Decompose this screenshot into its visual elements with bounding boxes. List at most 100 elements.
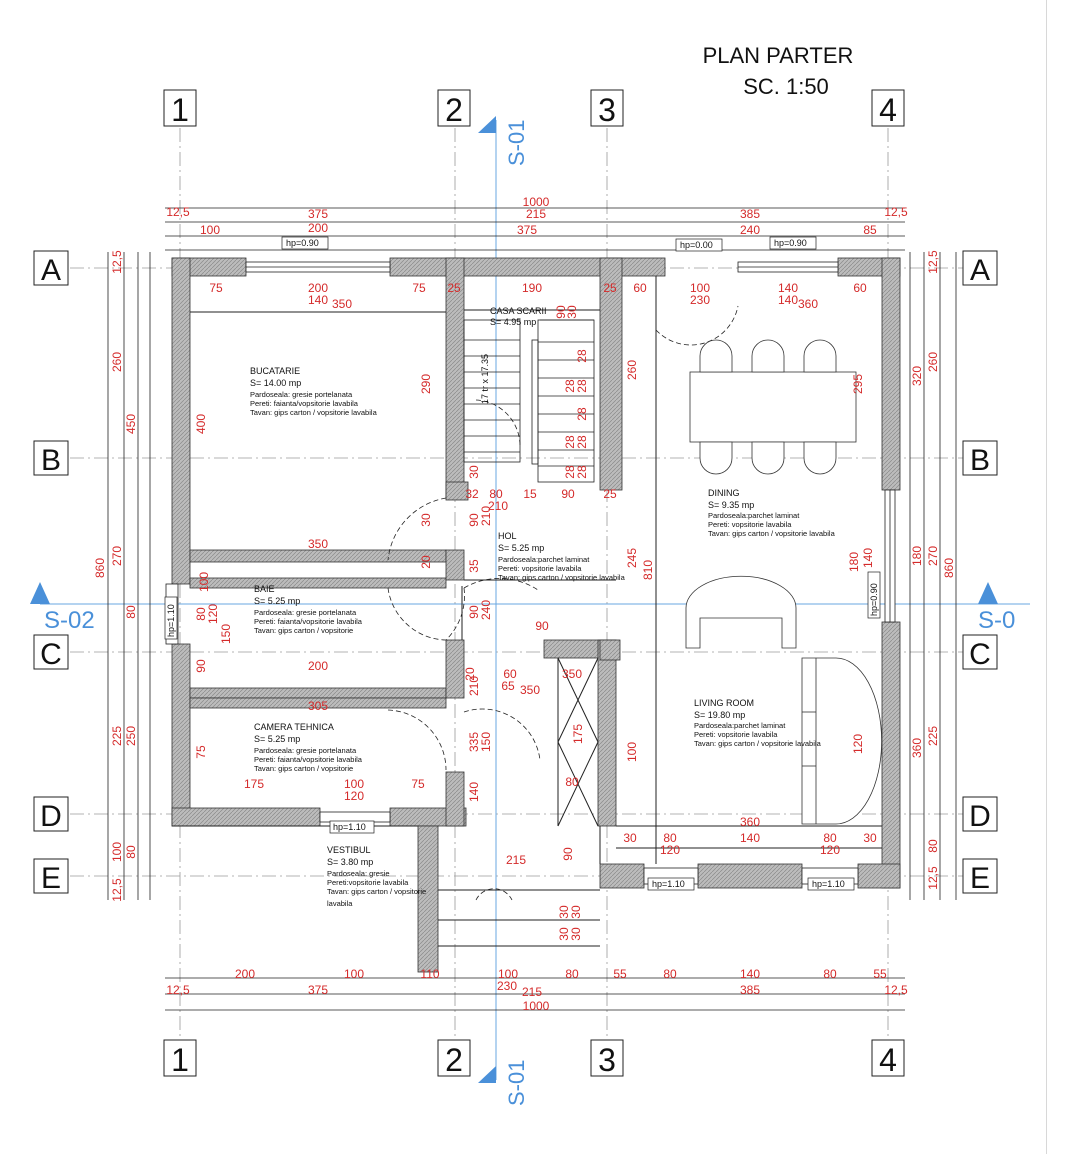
dim-int-8: 25: [603, 281, 617, 295]
dim-int-60: 120: [344, 789, 364, 803]
furniture: [685, 339, 883, 825]
dim-int-v-210a: 210: [479, 506, 493, 526]
dim-int-58: 175: [244, 777, 264, 791]
opening-hp-kitchen: hp=0.90: [286, 238, 319, 248]
dim-bottom-17: 12,5: [884, 983, 908, 997]
dim-bottom-13: 140: [740, 967, 760, 981]
room-area-vestibul: S= 3.80 mp: [327, 857, 373, 867]
dim-int-65: 140: [740, 831, 760, 845]
dim-top-9: 240: [740, 223, 760, 237]
room-finish-vestibul-4: lavabila: [327, 899, 353, 908]
dim-right-8: 360: [910, 738, 924, 758]
dim-int-69: 80: [823, 831, 837, 845]
room-name-living: LIVING ROOM: [694, 698, 754, 708]
opening-labels: hp=0.90 hp=0.00 hp=0.90 hp=1.10 hp=0.90 …: [164, 236, 881, 891]
room-area-dining: S= 9.35 mp: [708, 500, 754, 510]
room-finish-dining-3: Tavan: gips carton / vopsitorie lavabila: [708, 529, 836, 538]
dim-bottom-7: 230: [497, 979, 517, 993]
dim-bottom-3: 100: [344, 967, 364, 981]
dim-int-v-30d: 30: [569, 905, 583, 919]
dim-int-v-28-5: 28: [575, 465, 589, 479]
grid-col-1-bottom: 1: [171, 1042, 189, 1078]
room-finish-vestibul-2: Pereti:vopsitorie lavabila: [327, 878, 409, 887]
dim-bottom-1: 12,5: [166, 983, 190, 997]
dim-left-7: 80: [124, 605, 138, 619]
dim-right-7: 225: [926, 726, 940, 746]
dim-int-v-32: 30: [467, 465, 481, 479]
dim-int-v-810: 810: [641, 560, 655, 580]
dim-bottom-12: 80: [663, 967, 677, 981]
dim-right-9: 80: [926, 839, 940, 853]
opening-hp-vestibul: hp=1.10: [333, 822, 366, 832]
dim-int-3: 140: [308, 293, 328, 307]
dim-left-8: 225: [110, 726, 124, 746]
dim-int-40: 90: [535, 619, 549, 633]
dim-int-v-90e: 90: [554, 305, 568, 319]
grid-row-a-right: A: [970, 254, 990, 287]
dim-int-v-30f: 30: [569, 927, 583, 941]
room-name-baie: BAIE: [254, 584, 275, 594]
opening-hp-entry-dining: hp=0.00: [680, 240, 713, 250]
room-finish-camera-tehnica-2: Pereti: faianta/vopsitorie lavabila: [254, 755, 363, 764]
dim-int-20: 210: [488, 499, 508, 513]
room-finish-camera-tehnica-1: Pardoseala: gresie portelanata: [254, 746, 357, 755]
dim-int-v-260: 260: [625, 360, 639, 380]
dim-top-5: 1000: [523, 195, 550, 209]
room-area-bucatarie: S= 14.00 mp: [250, 378, 301, 388]
dim-int-v-305: 100: [625, 742, 639, 762]
room-name-casa-scarii: CASA SCARII: [490, 306, 547, 316]
dim-int-68: 120: [660, 843, 680, 857]
wall-outlines: [172, 276, 882, 947]
grid-col-2-top: 2: [445, 92, 463, 128]
dimension-texts-interior-vertical: 290 30 260 295 30 30 90 210 20 35 245 81…: [194, 305, 875, 941]
room-finish-bucatarie-1: Pardoseala: gresie portelanata: [250, 390, 353, 399]
dim-int-6: 25: [447, 281, 461, 295]
dim-int-v-210c: 150: [479, 732, 493, 752]
dimension-texts: 12,5 375 200 100 1000 215 375 385 240 85…: [166, 195, 908, 1013]
room-area-casa-scarii: S= 4.95 mp: [490, 317, 536, 327]
room-area-living: S= 19.80 mp: [694, 710, 745, 720]
dim-int-7: 190: [522, 281, 542, 295]
dimension-texts-vertical: 12,5 260 450 400 860 270 80 225 250 100 …: [93, 250, 956, 902]
dimension-lines: [107, 207, 957, 1011]
section-arrow-s01-bottom: [478, 1066, 496, 1083]
grid-row-labels: A B C D E A B C D E: [33, 250, 998, 895]
dim-top-7: 375: [517, 223, 537, 237]
dim-top-4: 100: [200, 223, 220, 237]
dim-top-2: 375: [308, 207, 328, 221]
dim-int-v-28-3: 28: [575, 407, 589, 421]
dim-int-14: 360: [798, 297, 818, 311]
dim-int-71: 30: [863, 831, 877, 845]
dim-int-v-90b: 90: [467, 605, 481, 619]
dim-right-4: 270: [926, 546, 940, 566]
dim-int-v-28-1: 28: [575, 349, 589, 363]
dim-bottom-2: 200: [235, 967, 255, 981]
room-finish-vestibul-1: Pardoseala: gresie: [327, 869, 390, 878]
grid-row-e-right: E: [970, 862, 990, 895]
dimension-texts-interior: 75 200 140 350 75 25 190 25 60 100 230 1…: [209, 281, 877, 867]
dim-bottom-5: 110: [420, 967, 439, 981]
room-area-baie: S= 5.25 mp: [254, 596, 300, 606]
dim-int-v-80: 80: [194, 607, 208, 621]
room-name-vestibul: VESTIBUL: [327, 845, 371, 855]
dim-int-64: 360: [740, 815, 760, 829]
dim-int-46: 350: [520, 683, 540, 697]
dim-int-5: 75: [412, 281, 426, 295]
dim-top-6: 215: [526, 207, 546, 221]
dim-int-v-140: 140: [861, 548, 875, 568]
grid-column-labels: 1 2 3 4 1 2 3 4: [163, 89, 905, 1078]
dim-int-v-28-7: 28: [563, 435, 577, 449]
dim-left-5: 860: [93, 558, 107, 578]
room-labels: BUCATARIE S= 14.00 mp Pardoseala: gresie…: [250, 306, 836, 908]
room-finish-hol-3: Tavan: gips carton / vopsitorie lavabila: [498, 573, 626, 582]
dim-int-v-60b: 90: [194, 659, 208, 673]
dim-int-13: 140: [778, 293, 798, 307]
dim-int-66: 30: [623, 831, 637, 845]
grid-col-1-top: 1: [171, 92, 189, 128]
dim-bottom-6: 100: [498, 967, 518, 981]
dim-int-51: 305: [308, 699, 328, 713]
dim-int-18: 32: [465, 487, 479, 501]
grid-row-a-left: A: [41, 254, 61, 287]
dim-int-v-150: 150: [219, 624, 233, 644]
room-finish-bucatarie-2: Pereti: faianta/vopsitorie lavabila: [250, 399, 359, 408]
